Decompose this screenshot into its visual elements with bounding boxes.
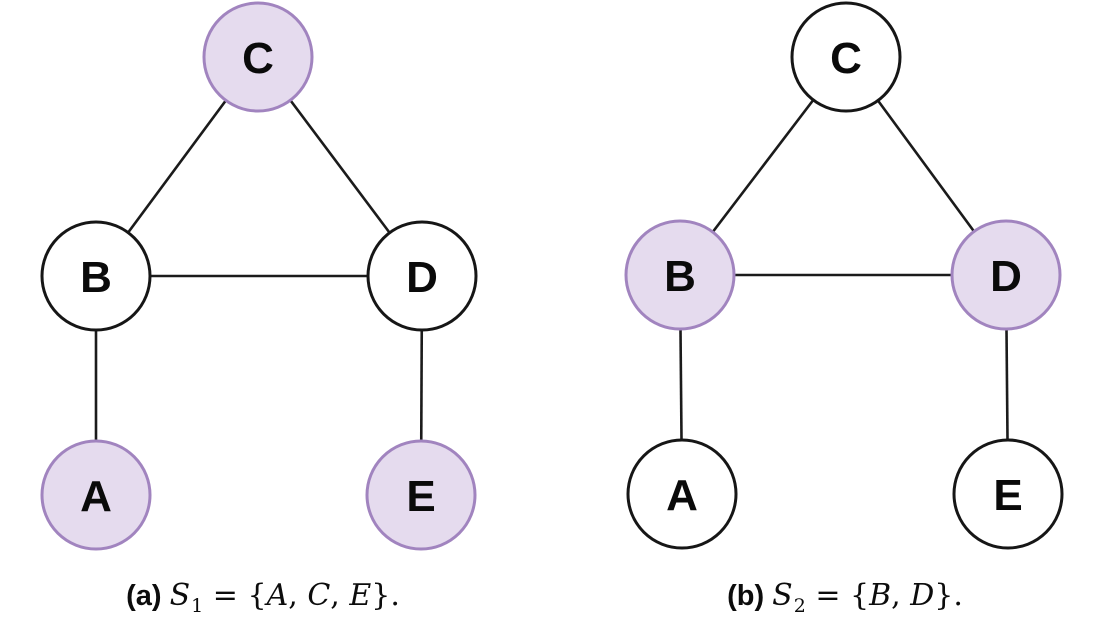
node-label-a-A: A <box>80 472 112 521</box>
node-b-A <box>626 438 738 550</box>
caption-a-part-mi: C <box>307 578 331 613</box>
caption-b-part-mi: S <box>772 578 793 613</box>
caption-a-part-mi: E <box>349 578 372 613</box>
caption-a-part-mo: , <box>330 578 350 613</box>
node-a-B <box>40 220 152 332</box>
node-a-A-highlighted <box>40 439 152 551</box>
caption-a-part-mo: , <box>288 578 308 613</box>
caption-a-part-mo: }. <box>371 578 400 613</box>
node-label-a-D: D <box>406 253 438 302</box>
caption-a-part-sub: 1 <box>191 595 204 617</box>
node-label-a-E: E <box>406 472 435 521</box>
node-b-B-highlighted <box>624 219 736 331</box>
caption-b-part-mi: B <box>869 578 892 613</box>
node-a-C-highlighted <box>202 1 314 113</box>
node-label-b-E: E <box>993 471 1022 520</box>
node-label-a-B: B <box>80 253 112 302</box>
caption-b-part-mo: }. <box>934 578 963 613</box>
caption-b: (b) S2 = {B, D}. <box>727 578 963 617</box>
caption-a-part-tag: (a) <box>126 580 170 612</box>
node-label-a-C: C <box>242 34 274 83</box>
caption-a-part-mi: S <box>169 578 191 613</box>
caption-b-part-mo: = { <box>805 578 870 613</box>
node-b-D-highlighted <box>950 219 1062 331</box>
caption-b-part-mi: D <box>910 578 935 613</box>
node-label-b-C: C <box>830 34 862 83</box>
caption-b-part-mo: , <box>891 578 911 613</box>
caption-a-part-mo: = { <box>203 578 267 613</box>
node-label-b-D: D <box>990 252 1022 301</box>
node-label-b-A: A <box>666 471 698 520</box>
caption-b-part-tag: (b) <box>727 580 773 612</box>
node-label-b-B: B <box>664 252 696 301</box>
node-b-C <box>790 1 902 113</box>
node-a-D <box>366 220 478 332</box>
node-a-E-highlighted <box>365 439 477 551</box>
caption-a-part-mi: A <box>266 578 289 613</box>
caption-a: (a) S1 = {A, C, E}. <box>126 578 400 617</box>
caption-b-part-sub: 2 <box>793 595 806 617</box>
node-b-E <box>952 438 1064 550</box>
